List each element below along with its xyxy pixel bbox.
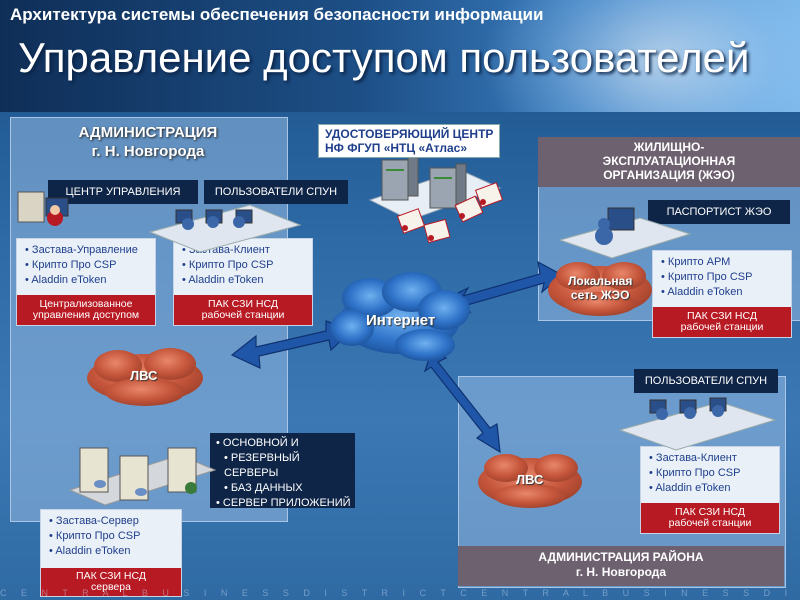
district-card: Застава-Клиент Крипто Про CSP Aladdin eT…: [640, 446, 780, 534]
users-left-bar-line2: рабочей станции: [201, 309, 285, 321]
lan-label-district: ЛВС: [516, 472, 544, 487]
slide-subtitle: Архитектура системы обеспечения безопасн…: [10, 5, 544, 24]
zheo-title-line3: ОРГАНИЗАЦИЯ (ЖЭО): [603, 168, 735, 182]
internet-cloud: [330, 272, 470, 361]
ca-line1: УДОСТОВЕРЯЮЩИЙ ЦЕНТР: [325, 127, 494, 141]
lan-cloud-left: [87, 348, 203, 406]
admin-workstation-icon: [17, 191, 69, 226]
district-bar-line1: ПАК СЗИ НСД: [675, 506, 745, 518]
zheo-title-line1: ЖИЛИЩНО-: [633, 140, 705, 154]
district-title-line2: г. Н. Новгорода: [575, 565, 667, 579]
district-bar-line2: рабочей станции: [668, 517, 752, 529]
lan-label-zheo: Локальная сеть ЖЭО: [568, 274, 632, 302]
servers-item: ОСНОВНОЙ И: [216, 436, 355, 451]
control-center-item: Aladdin eToken: [25, 273, 155, 288]
zheo-title: ЖИЛИЩНО- ЭКСПЛУАТАЦИОННАЯ ОРГАНИЗАЦИЯ (Ж…: [538, 137, 800, 187]
header-glow: [480, 0, 800, 112]
control-center-item: Застава-Управление: [25, 243, 155, 258]
users-left-bar-line1: ПАК СЗИ НСД: [208, 298, 278, 310]
server-card-item: Застава-Сервер: [49, 514, 181, 529]
servers-label-box: ОСНОВНОЙ И РЕЗЕРВНЫЙ СЕРВЕРЫ БАЗ ДАННЫХ …: [210, 433, 355, 511]
zheo-bar-line1: ПАК СЗИ НСД: [687, 310, 757, 322]
certificate-authority-label: УДОСТОВЕРЯЮЩИЙ ЦЕНТР НФ ФГУП «НТЦ «Атлас…: [318, 124, 501, 158]
control-center-item: Крипто Про CSP: [25, 258, 155, 273]
district-title: АДМИНИСТРАЦИЯ РАЙОНА г. Н. Новгорода: [458, 546, 784, 586]
zheo-item: Aladdin eToken: [661, 285, 791, 300]
admin-nn-title-line2: г. Н. Новгорода: [91, 143, 205, 160]
users-card-left: Застава-Клиент Крипто Про CSP Aladdin eT…: [173, 238, 313, 326]
ca-line2: НФ ФГУП «НТЦ «Атлас»: [325, 141, 468, 155]
lan-cloud-district: [478, 454, 582, 508]
server-card-bar-line1: ПАК СЗИ НСД: [76, 570, 146, 582]
users-workstations-right-icon: [618, 397, 777, 451]
ca-server-rack: [368, 155, 502, 221]
district-item: Застава-Клиент: [649, 451, 779, 466]
zheo-card: Крипто АРМ Крипто Про CSP Aladdin eToken…: [652, 250, 792, 338]
zheo-item: Крипто АРМ: [661, 255, 791, 270]
header-banner: Архитектура системы обеспечения безопасн…: [0, 0, 800, 112]
control-center-label: ЦЕНТР УПРАВЛЕНИЯ: [48, 180, 198, 204]
admin-nn-title: АДМИНИСТРАЦИЯ г. Н. Новгорода: [10, 117, 286, 169]
slide-title: Управление доступом пользователей: [18, 34, 750, 81]
passport-workstation-icon: [558, 207, 692, 259]
zheo-bar-line2: рабочей станции: [680, 321, 764, 333]
arrow-internet-down: [423, 349, 501, 454]
zheo-item: Крипто Про CSP: [661, 270, 791, 285]
internet-label: Интернет: [366, 312, 436, 329]
lan-zheo-line1: Локальная: [568, 274, 633, 288]
servers-item: СЕРВЕР ПРИЛОЖЕНИЙ: [216, 496, 355, 511]
certificate-icon: [396, 182, 504, 244]
server-card: Застава-Сервер Крипто Про CSP Aladdin eT…: [40, 509, 182, 597]
server-card-bar-line2: сервера: [91, 581, 131, 593]
control-center-bar-line1: Централизованное: [39, 298, 133, 310]
server-card-item: Aladdin eToken: [49, 544, 181, 559]
users-left-item: Aladdin eToken: [182, 273, 312, 288]
district-item: Крипто Про CSP: [649, 466, 779, 481]
lan-label-left: ЛВС: [130, 368, 158, 383]
lan-zheo-line2: сеть ЖЭО: [570, 288, 630, 302]
db-servers-icon: [68, 447, 217, 506]
control-center-bar-line2: управления доступом: [32, 309, 140, 321]
users-left-item: Крипто Про CSP: [182, 258, 312, 273]
district-item: Aladdin eToken: [649, 481, 779, 496]
servers-item: РЕЗЕРВНЫЙ СЕРВЕРЫ: [216, 451, 355, 481]
servers-item: БАЗ ДАННЫХ: [216, 481, 355, 496]
lan-cloud-zheo: [548, 262, 652, 316]
admin-nn-title-line1: АДМИНИСТРАЦИЯ: [78, 124, 218, 141]
users-spun-label-left: ПОЛЬЗОВАТЕЛИ СПУН: [204, 180, 348, 204]
server-card-item: Крипто Про CSP: [49, 529, 181, 544]
users-spun-label-right: ПОЛЬЗОВАТЕЛИ СПУН: [634, 369, 778, 393]
footer-ticker: C E N T R A L B U S I N E S S D I S T R …: [0, 588, 800, 598]
control-center-card: Застава-Управление Крипто Про CSP Aladdi…: [16, 238, 156, 326]
users-workstations-left-icon: [148, 204, 302, 253]
district-title-line1: АДМИНИСТРАЦИЯ РАЙОНА: [538, 550, 704, 564]
zheo-title-line2: ЭКСПЛУАТАЦИОННАЯ: [602, 154, 736, 168]
passport-label: ПАСПОРТИСТ ЖЭО: [648, 200, 790, 224]
